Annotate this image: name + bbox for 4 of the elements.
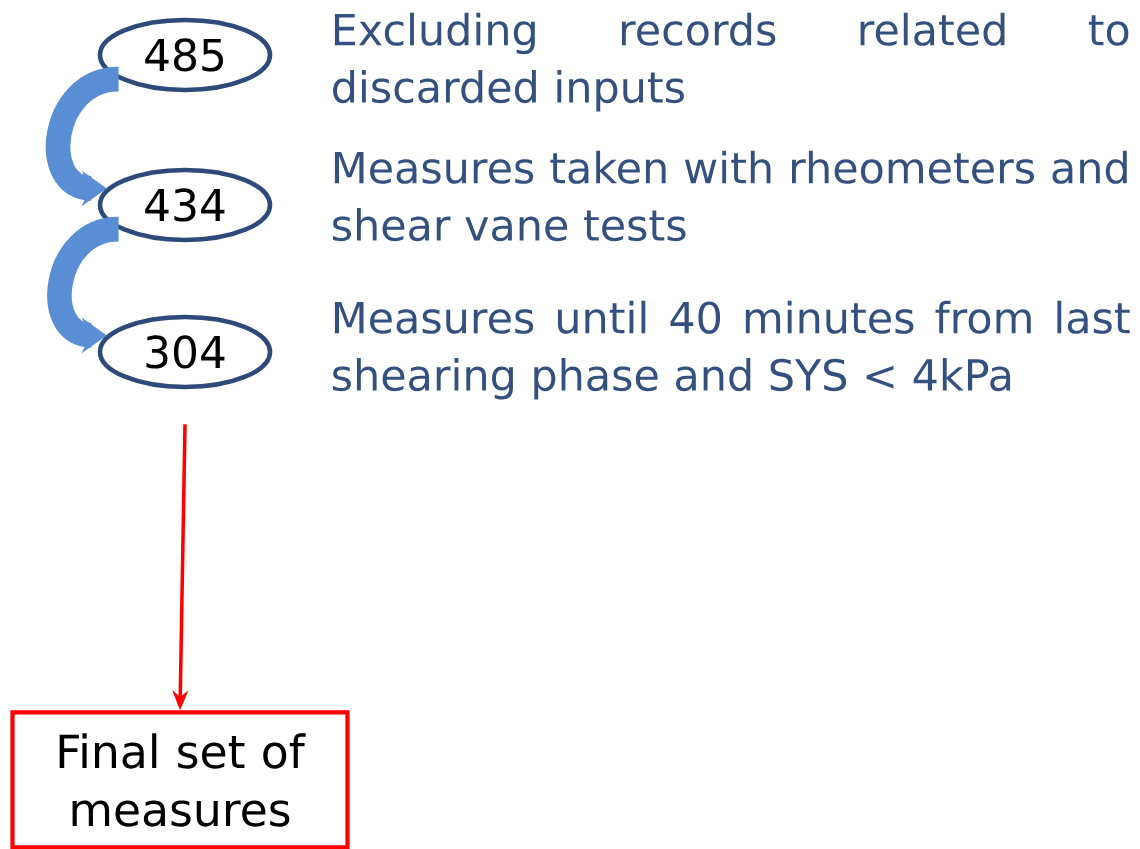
description-text: Measures until 40 minutes from last shearing phase and SYS < 4kPa (333, 300, 1130, 400)
description-text: Excluding records related to discarded inputs (333, 12, 1129, 112)
result-box: Final set of measures (10, 710, 350, 849)
description-text: Measures taken with rheometers and shear vane tests (333, 150, 1127, 242)
